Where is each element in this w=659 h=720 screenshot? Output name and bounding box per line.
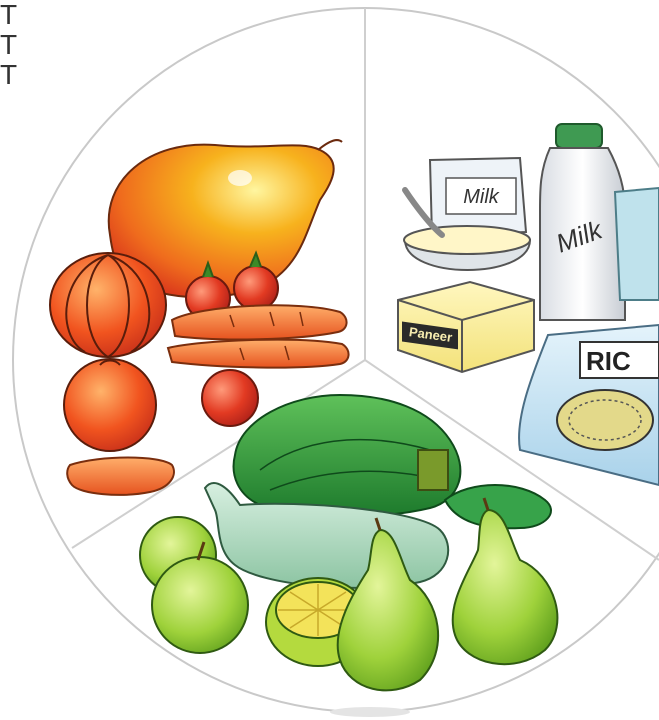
glass-icon	[615, 188, 659, 300]
rice-label: RIC	[586, 346, 631, 376]
orange-icon	[64, 359, 156, 451]
small-tomato-icon	[202, 370, 258, 426]
plate-shadow	[330, 707, 410, 717]
milk-carton-icon: Milk	[430, 158, 526, 236]
milk-carton-label: Milk	[463, 186, 500, 208]
pumpkin-icon	[50, 253, 166, 357]
sweet-potato-icon	[67, 458, 174, 495]
